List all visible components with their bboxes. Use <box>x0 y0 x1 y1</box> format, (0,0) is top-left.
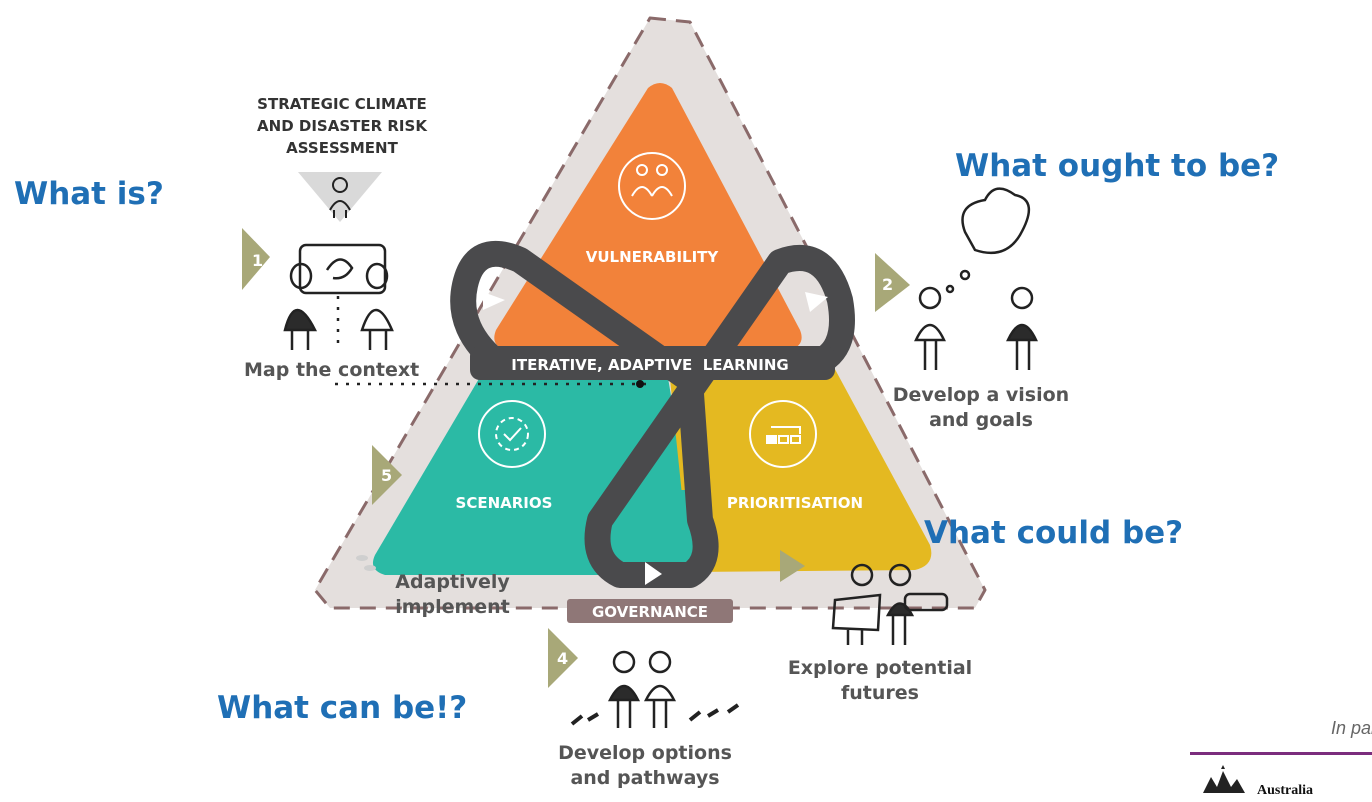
prioritisation-triangle <box>668 360 932 572</box>
futures-illustration <box>831 563 949 645</box>
step-marker-3 <box>780 550 805 582</box>
cycle-check-icon <box>478 400 546 468</box>
loop-arrow-bottom <box>645 562 662 585</box>
step-number-2: 2 <box>882 275 893 294</box>
governance-bar <box>567 599 733 623</box>
step-marker-5 <box>372 445 402 505</box>
step-label-5: Adaptively implement <box>395 571 510 618</box>
prioritisation-label: PRIORITISATION <box>727 494 863 512</box>
step-label-1: Map the context <box>244 359 420 381</box>
person-icon <box>329 177 351 218</box>
scenarios-label: SCENARIOS <box>456 494 553 512</box>
footprints-icon <box>356 555 376 571</box>
step-number-4: 4 <box>557 649 568 668</box>
step-marker-2 <box>875 253 910 312</box>
step-label-2: Develop a vision and goals <box>892 384 1070 431</box>
vision-illustration <box>914 187 1038 370</box>
question-what-is: What is? <box>14 176 164 212</box>
vulnerability-label: VULNERABILITY <box>586 248 720 266</box>
assessment-heading: STRATEGIC CLIMATE AND DISASTER RISK ASSE… <box>257 95 427 157</box>
step-number-5: 5 <box>381 466 392 485</box>
process-flow-icon <box>749 400 817 468</box>
partner-organisation: Australia <box>1257 783 1313 798</box>
step-marker-1 <box>242 228 270 290</box>
governance-label: GOVERNANCE <box>592 603 708 621</box>
options-illustration <box>570 650 740 728</box>
step-label-3: Explore potential futures <box>787 657 973 704</box>
question-what-ought: What ought to be? <box>955 148 1280 184</box>
loop-label: ITERATIVE, ADAPTIVE LEARNING <box>511 356 788 374</box>
map-context-illustration <box>283 243 650 386</box>
partner-divider <box>1190 752 1372 755</box>
loop-arrow-left <box>483 292 505 310</box>
loop-label-band <box>470 346 835 380</box>
step-marker-4 <box>548 628 578 688</box>
step-number-1: 1 <box>252 251 263 270</box>
assessment-marker <box>298 172 382 222</box>
question-what-can: What can be!? <box>217 690 468 726</box>
government-crest <box>1195 765 1251 797</box>
loop-arrow-right <box>805 292 828 312</box>
people-icon <box>618 152 686 220</box>
partner-caption: In part <box>1330 718 1372 738</box>
step-label-4: Develop options and pathways <box>558 742 732 789</box>
pin-dot <box>636 380 644 388</box>
question-what-could: Vhat could be? <box>924 515 1184 551</box>
